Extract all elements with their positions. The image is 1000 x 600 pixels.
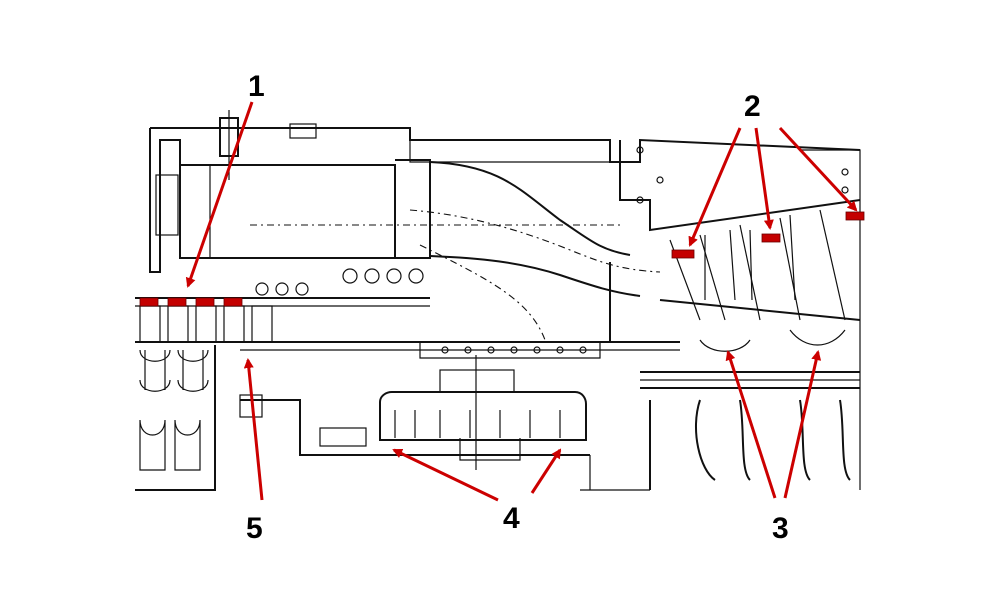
seal-mark: [845, 211, 865, 221]
callout-2: 2: [744, 90, 761, 123]
arrow-4a: [392, 448, 499, 502]
callout-labels: 1 2 3 4 5: [246, 70, 789, 545]
highlighted-seals: [139, 211, 865, 307]
callout-arrows: [185, 101, 858, 502]
arrow-2c: [778, 126, 858, 212]
callout-5: 5: [246, 512, 263, 545]
callout-1: 1: [248, 70, 265, 103]
seal-mark: [167, 297, 187, 307]
turbine-section: [580, 140, 861, 491]
seal-mark: [195, 297, 215, 307]
seal-mark: [223, 297, 243, 307]
seal-mark: [761, 233, 781, 243]
callout-4: 4: [503, 502, 520, 535]
arrow-5: [243, 358, 264, 501]
arrow-1: [185, 101, 254, 288]
engine-outline: [135, 110, 861, 491]
callout-3: 3: [772, 512, 789, 545]
liner-holes-row: [255, 268, 424, 296]
arrow-3b: [783, 350, 822, 499]
arrow-2a: [688, 127, 742, 247]
arrow-2b: [754, 127, 774, 230]
row-bolts: [441, 346, 587, 354]
bearing-housing: [319, 342, 601, 470]
arrow-3a: [725, 350, 777, 499]
seal-mark: [139, 297, 159, 307]
arrow-4b: [530, 448, 562, 494]
seal-mark: [671, 249, 695, 259]
compressor-stages: [135, 305, 273, 491]
